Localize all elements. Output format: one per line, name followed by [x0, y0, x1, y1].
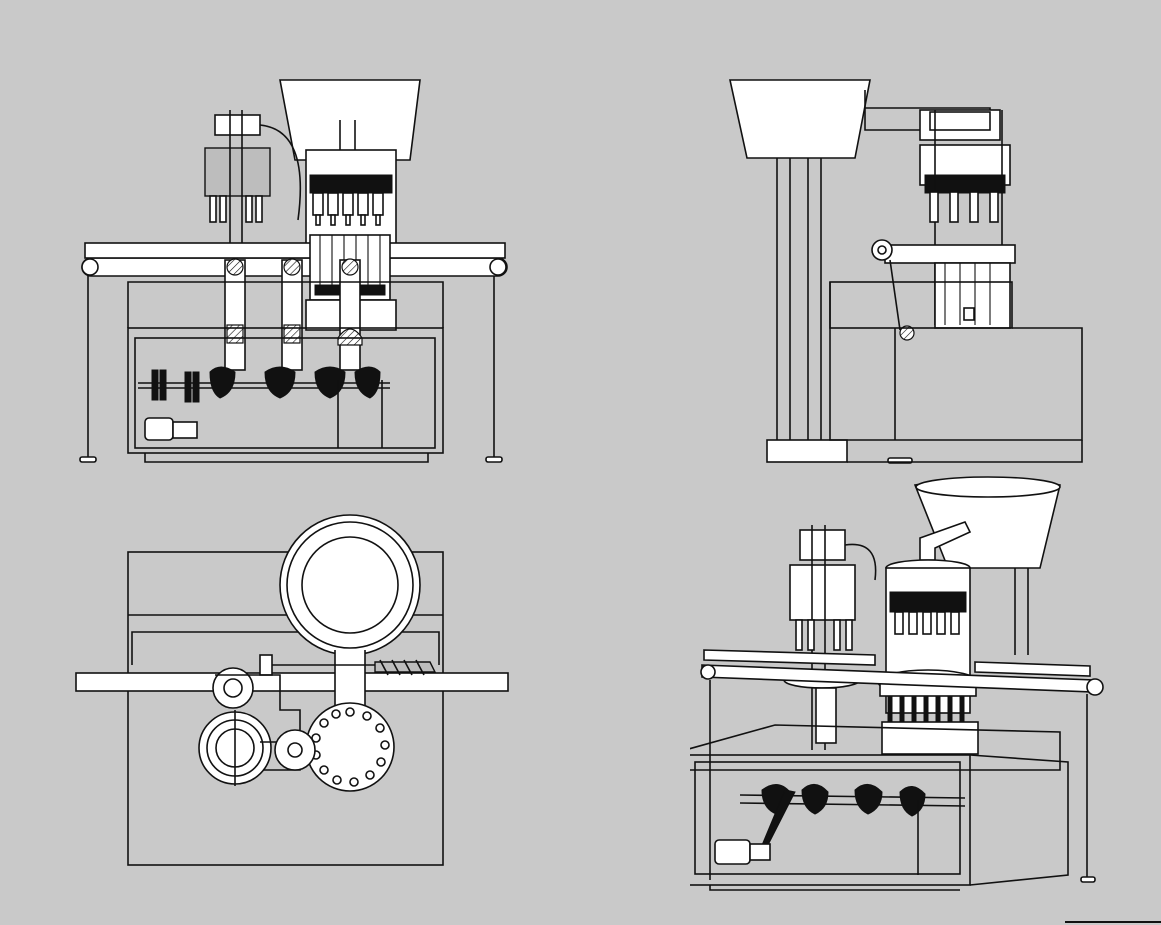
machine-base — [127, 327, 444, 454]
capping-motor — [214, 114, 261, 136]
iso-drive-train — [758, 784, 926, 852]
drive-train — [151, 366, 381, 403]
iso-table — [690, 724, 1061, 771]
top-hopper — [279, 514, 421, 656]
hopper — [279, 79, 421, 161]
top-view — [75, 514, 509, 866]
side-hopper — [729, 79, 871, 159]
isometric-view — [690, 476, 1104, 891]
top-frame — [127, 551, 444, 866]
top-conveyor — [75, 672, 509, 692]
iso-motor — [714, 839, 751, 865]
capper-wheel — [212, 667, 254, 709]
sheet-edge-mark — [1065, 921, 1161, 923]
drive-motor — [144, 417, 174, 441]
nozzle-array — [309, 174, 393, 226]
iso-capper — [799, 529, 846, 561]
auger-screw — [374, 661, 437, 673]
iso-cabinet — [690, 754, 971, 886]
side-view — [729, 79, 1083, 464]
front-view — [79, 79, 508, 463]
